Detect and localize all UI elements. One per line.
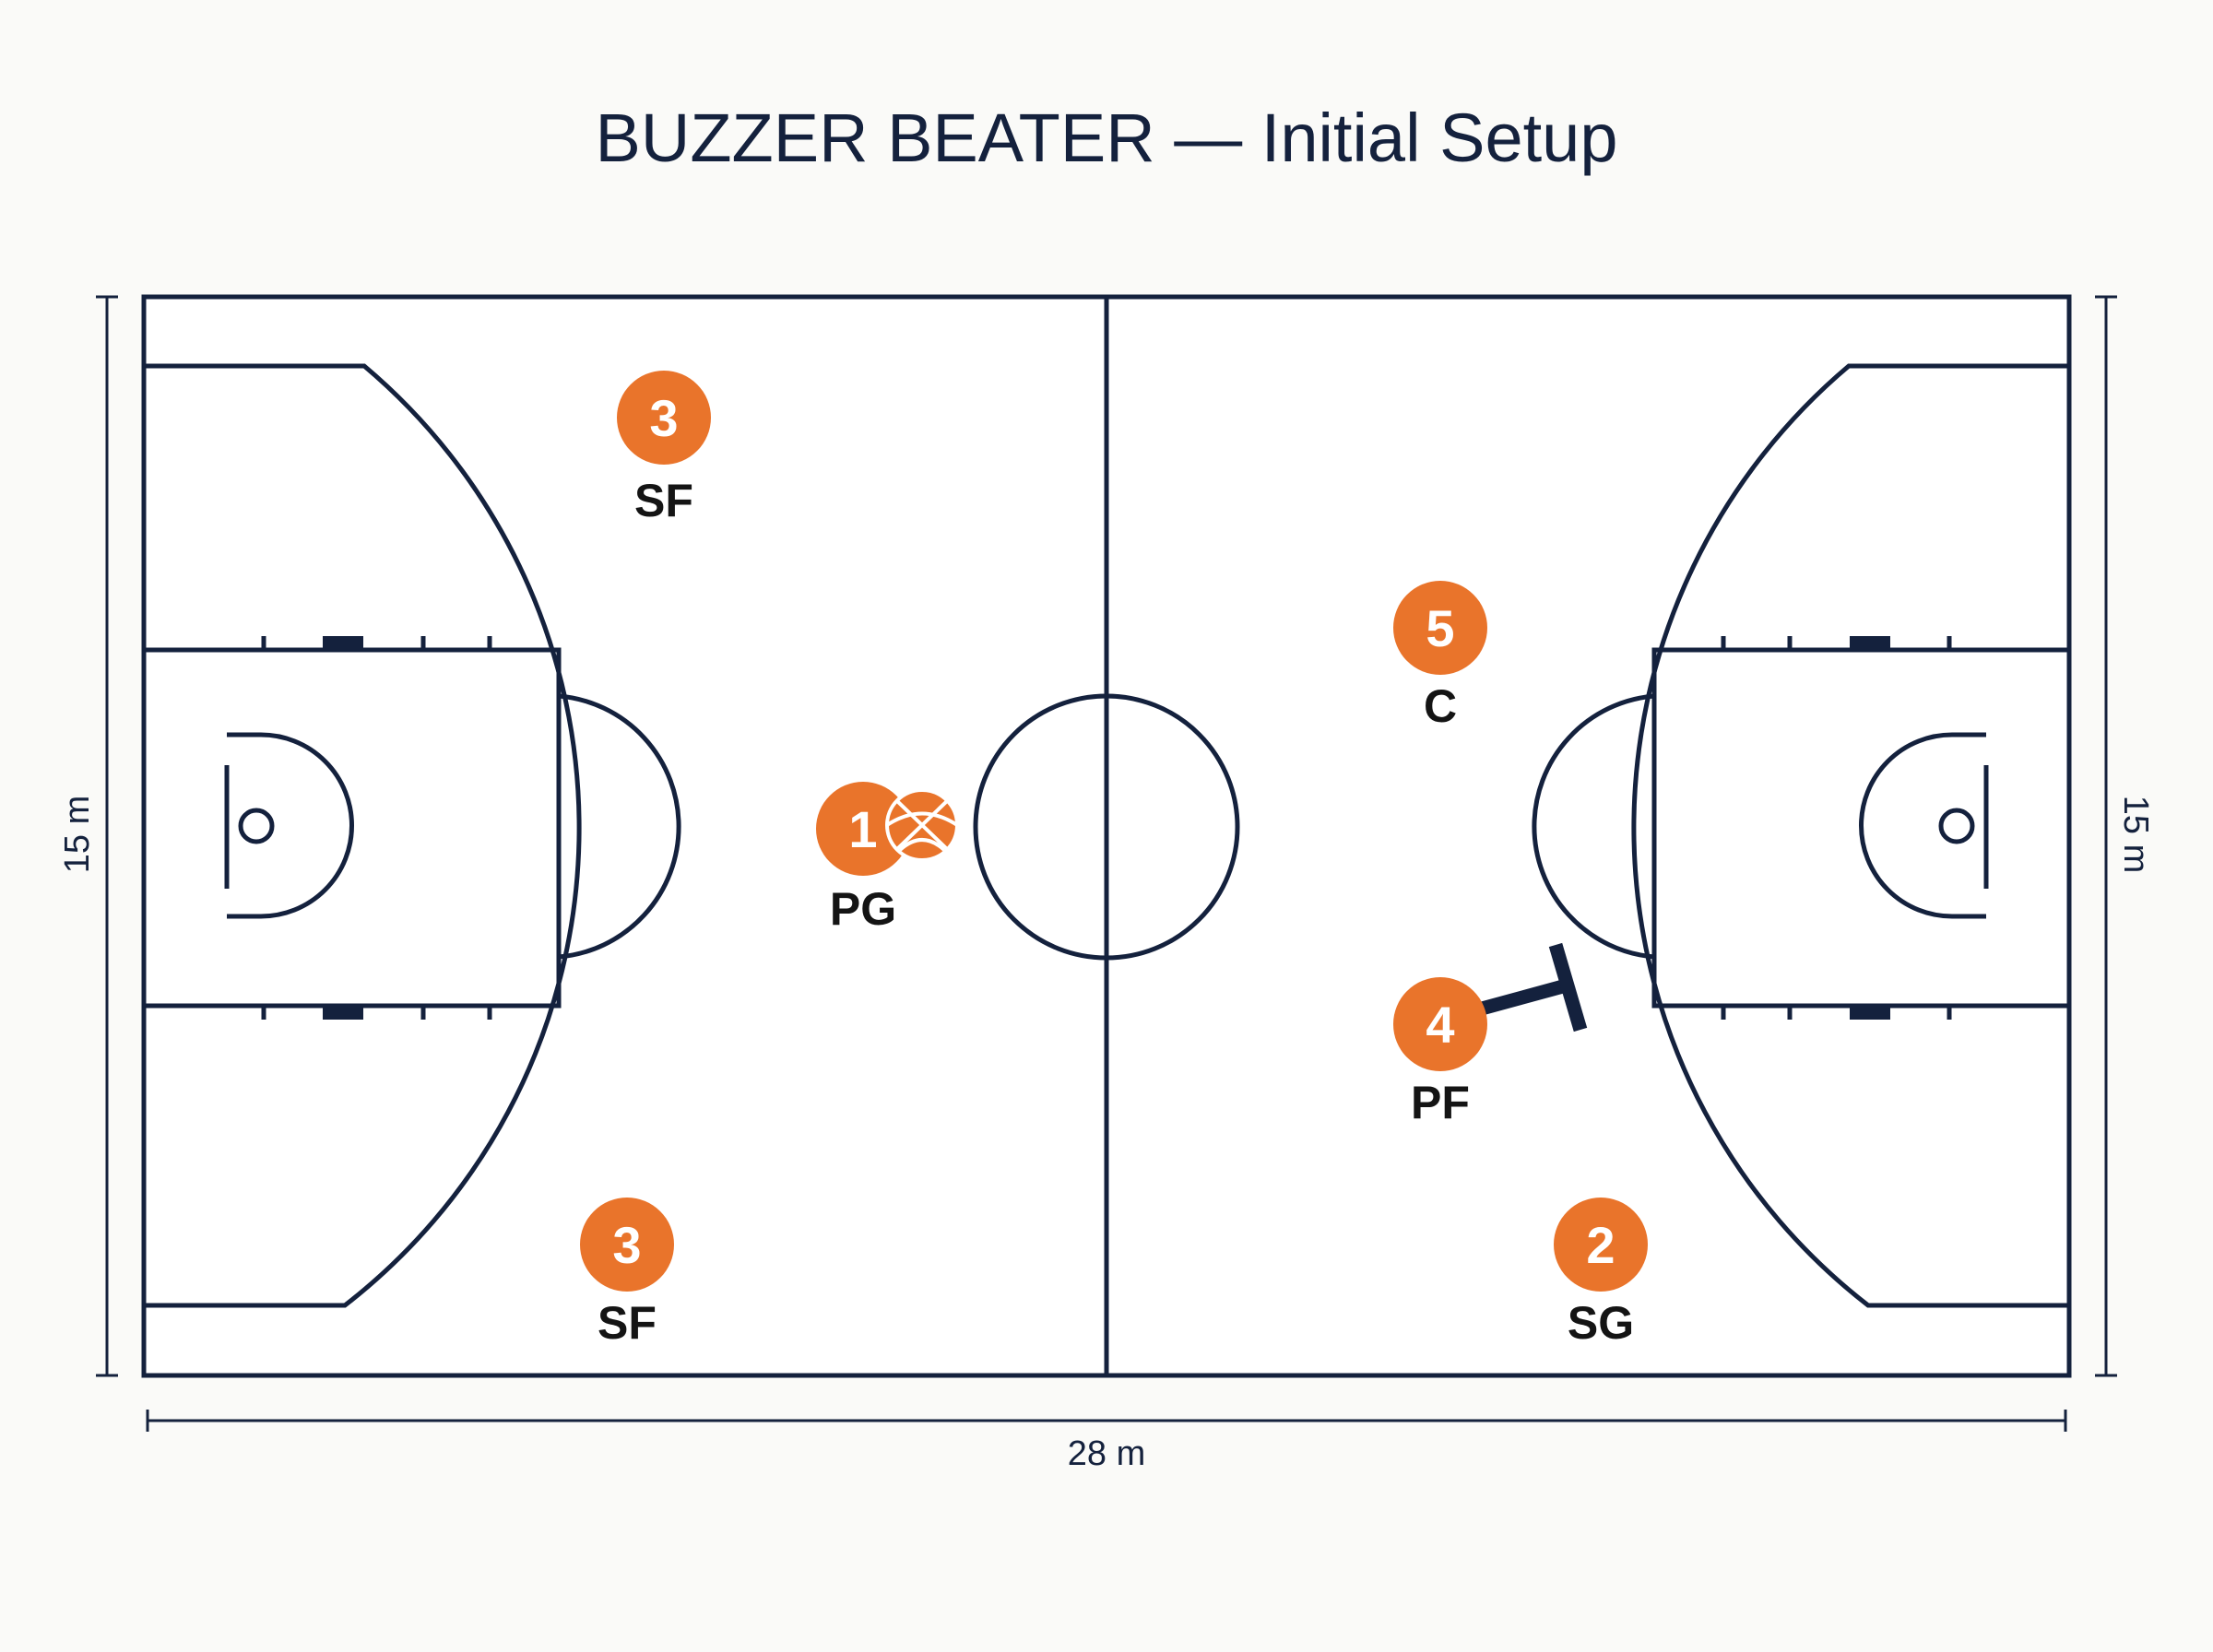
- player-c[interactable]: 5 C: [1393, 581, 1487, 732]
- basketball-icon: [885, 788, 959, 862]
- lane-markers-right: [1721, 636, 1952, 1020]
- player-marker: [816, 782, 910, 876]
- player-number: 1: [848, 800, 877, 858]
- player-position: PG: [830, 883, 896, 935]
- player-number: 5: [1426, 599, 1454, 657]
- player-number: 3: [649, 389, 678, 447]
- player-marker: [580, 1198, 674, 1292]
- player-number: 3: [612, 1216, 641, 1274]
- player-marker: [617, 371, 711, 465]
- dimension-right: 15 m: [2095, 295, 2155, 1377]
- height-label-left: 15 m: [58, 796, 97, 873]
- height-label-right: 15 m: [2116, 796, 2155, 873]
- player-number: 4: [1426, 996, 1454, 1054]
- player-marker: [1554, 1198, 1648, 1292]
- player-position: PF: [1411, 1077, 1470, 1128]
- center-circle: [973, 693, 1240, 961]
- three-point-line-right: [1631, 363, 2069, 1308]
- free-throw-circle-left: [558, 693, 681, 960]
- player-sf-bottom[interactable]: 3 SF: [580, 1198, 674, 1349]
- basketball-court: [141, 294, 2072, 1378]
- player-sg[interactable]: 2 SG: [1554, 1198, 1648, 1349]
- width-label: 28 m: [1068, 1434, 1145, 1473]
- free-throw-circle-right: [1532, 693, 1655, 960]
- player-number: 2: [1586, 1216, 1615, 1274]
- player-pf[interactable]: 4 PF: [1393, 977, 1487, 1128]
- player-marker: [1393, 977, 1487, 1071]
- hoop-right: [1938, 808, 1975, 844]
- left-half-court: [141, 363, 681, 1308]
- player-position: SF: [634, 475, 693, 526]
- restricted-area-right: [1859, 732, 1986, 919]
- hoop-left: [238, 808, 275, 844]
- dimension-left: 15 m: [58, 295, 118, 1377]
- right-half-court: [1532, 363, 2072, 1308]
- player-position: SG: [1568, 1297, 1634, 1349]
- player-sf-top[interactable]: 3 SF: [617, 371, 711, 526]
- player-pg[interactable]: 1 PG: [816, 782, 959, 935]
- player-position: SF: [598, 1297, 657, 1349]
- dimension-bottom: 28 m: [146, 1410, 2067, 1473]
- diagram-title: BUZZER BEATER — Initial Setup: [596, 100, 1618, 176]
- three-point-line-left: [144, 363, 582, 1308]
- restricted-area-left: [227, 732, 354, 919]
- player-position: C: [1424, 680, 1457, 732]
- player-marker: [1393, 581, 1487, 675]
- lane-markers-left: [261, 636, 492, 1020]
